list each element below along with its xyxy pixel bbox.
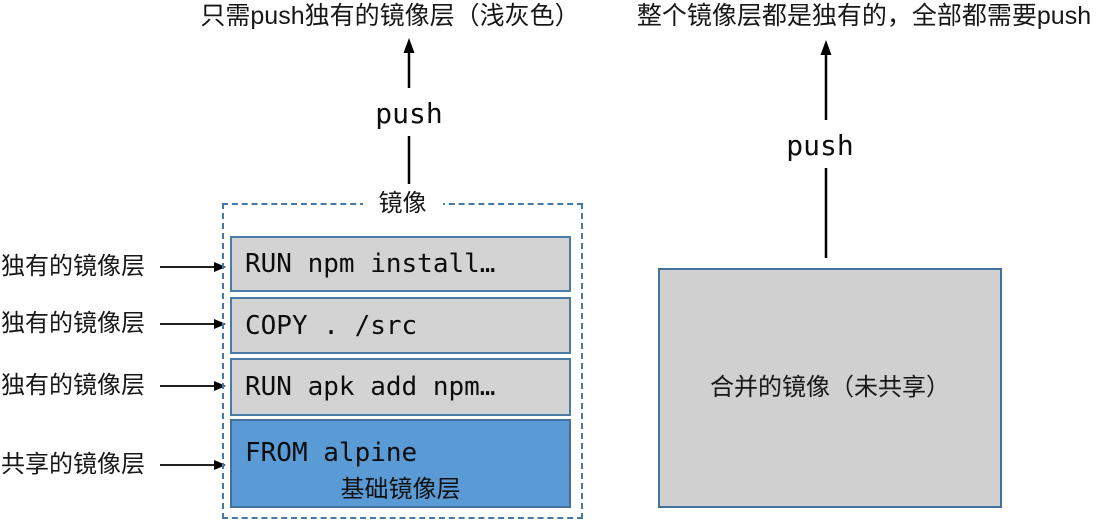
caption-push-all-layers: 整个镜像层都是独有的，全部都需要push xyxy=(636,2,1092,30)
side-label-unique-2: 独有的镜像层 xyxy=(1,310,145,337)
layer-copy-src: COPY . /src xyxy=(230,297,571,354)
label-arrow-3-head-icon xyxy=(214,381,226,391)
side-label-unique-1: 独有的镜像层 xyxy=(1,253,145,280)
merged-image-box: 合并的镜像（未共享） xyxy=(658,268,1002,508)
arrow-up-right-head-icon xyxy=(820,40,832,55)
side-label-shared: 共享的镜像层 xyxy=(1,451,145,478)
caption-push-unique-layers: 只需push独有的镜像层（浅灰色） xyxy=(200,2,580,30)
layer-run-npm-install: RUN npm install… xyxy=(230,236,571,292)
label-arrow-4-head-icon xyxy=(214,460,226,470)
merged-image-label: 合并的镜像（未共享） xyxy=(710,374,950,401)
label-arrow-2-head-icon xyxy=(214,319,226,329)
layer-code-text: RUN npm install… xyxy=(245,249,496,279)
base-layer-label: 基础镜像层 xyxy=(340,476,461,503)
side-label-unique-3: 独有的镜像层 xyxy=(1,372,145,399)
layer-run-apk-add: RUN apk add npm… xyxy=(230,358,571,416)
layer-code-text: COPY . /src xyxy=(245,310,418,341)
image-box-title: 镜像 xyxy=(362,189,443,219)
push-label-left: push xyxy=(375,97,443,130)
arrow-up-left-head-icon xyxy=(403,38,415,53)
layer-from-alpine-base: FROM alpine 基础镜像层 xyxy=(230,419,571,508)
push-label-right: push xyxy=(786,129,854,162)
layer-code-text: FROM alpine xyxy=(245,438,418,468)
label-arrow-1-head-icon xyxy=(214,262,226,272)
image-dashed-box: 镜像 RUN npm install… COPY . /src RUN apk … xyxy=(222,189,583,519)
layer-code-text: RUN apk add npm… xyxy=(245,372,496,402)
